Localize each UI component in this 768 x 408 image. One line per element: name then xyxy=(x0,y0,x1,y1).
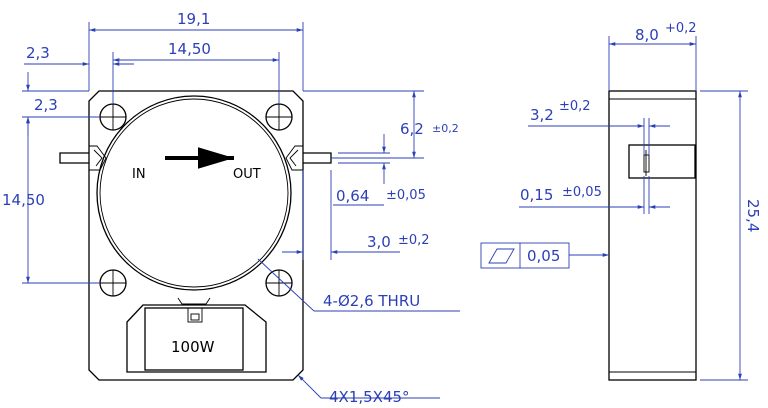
flatness-symbol-icon xyxy=(488,248,515,264)
dim-edge-to-hole-y: 2,3 xyxy=(34,96,58,114)
dim-hole-pitch-h: 14,50 xyxy=(168,40,211,58)
flatness-value: 0,05 xyxy=(527,247,560,265)
front-view: IN OUT 100W 19,1 14,50 2,3 2,3 14,50 6,2… xyxy=(2,10,460,406)
mounting-hole-br xyxy=(265,269,293,297)
side-view: 8,0 +0,2 3,2 ±0,2 0,15 ±0,05 25,4 0,05 xyxy=(480,21,762,381)
dim-tab-height-tol: ±0,2 xyxy=(432,122,459,135)
chamfer-note: 4X1,5X45° xyxy=(329,388,410,406)
dim-tab-thickness: 0,64 xyxy=(336,187,369,205)
side-body xyxy=(608,90,697,381)
dim-side-thickness-tol: +0,2 xyxy=(665,21,697,36)
in-label: IN xyxy=(132,167,146,182)
housing-outline xyxy=(88,90,304,381)
circulator-disc-inner xyxy=(99,98,289,288)
dim-edge-to-hole-x: 2,3 xyxy=(26,44,50,62)
out-label: OUT xyxy=(233,167,261,182)
dim-side-thickness: 8,0 xyxy=(635,26,659,44)
dim-side-height: 25,4 xyxy=(744,199,762,232)
flatness-callout: 0,05 xyxy=(480,242,609,269)
dim-tab-thickness-tol: ±0,05 xyxy=(386,188,426,203)
dim-tab-length-tol: ±0,2 xyxy=(398,233,430,248)
side-tab xyxy=(628,144,696,179)
dim-hole-pitch-v: 14,50 xyxy=(2,191,45,209)
dim-tab-length: 3,0 xyxy=(367,233,391,251)
mounting-hole-bl xyxy=(99,269,127,297)
dim-tab-offset-tol: ±0,2 xyxy=(559,99,591,114)
dim-tab-gap: 0,15 xyxy=(520,186,553,204)
output-tab xyxy=(285,145,332,171)
power-label: 100W xyxy=(171,338,215,356)
dim-tab-gap-tol: ±0,05 xyxy=(562,185,602,200)
holes-note: 4-Ø2,6 THRU xyxy=(323,292,420,310)
mounting-hole-tl xyxy=(99,103,127,131)
dim-overall-width: 19,1 xyxy=(177,10,210,28)
mounting-hole-tr xyxy=(265,103,293,131)
circulator-disc xyxy=(96,95,292,291)
dim-tab-offset: 3,2 xyxy=(530,106,554,124)
input-tab xyxy=(59,145,107,171)
termination-resistor xyxy=(126,297,267,373)
dim-tab-height: 6,2 xyxy=(400,120,424,138)
